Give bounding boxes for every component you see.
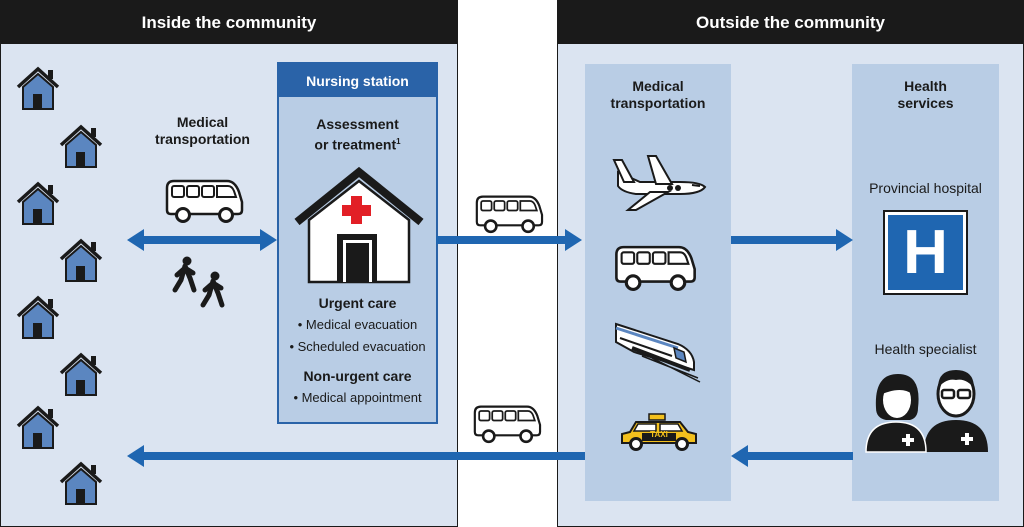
van-icon <box>473 194 545 234</box>
walking-people-icon <box>172 256 225 308</box>
house-icon <box>58 461 104 507</box>
urgent-care-title: Urgent care <box>318 295 397 311</box>
outside-community-header: Outside the community <box>558 1 1023 44</box>
hospital-label: Provincial hospital <box>869 180 982 196</box>
specialist-label: Health specialist <box>874 341 977 357</box>
house-icon <box>15 405 61 451</box>
inside-community-header: Inside the community <box>1 1 457 44</box>
hospital-icon: H <box>883 210 968 295</box>
nursing-station-header: Nursing station <box>279 64 436 97</box>
urgent-item: • Scheduled evacuation <box>289 339 426 354</box>
house-icon <box>58 352 104 398</box>
non-urgent-item: • Medical appointment <box>293 390 422 405</box>
footnote-marker: 1 <box>396 137 401 146</box>
van-icon <box>163 178 245 224</box>
train-icon <box>615 322 701 383</box>
taxi-icon <box>621 413 697 451</box>
arrow-icon <box>127 229 277 251</box>
van-icon <box>471 404 543 444</box>
inside-transport-label: Medical transportation <box>155 114 250 147</box>
arrow-icon <box>436 229 582 251</box>
urgent-item: • Medical evacuation <box>297 317 418 332</box>
health-services-label: Health services <box>897 78 954 111</box>
nursing-station-box: Nursing station Assessment or treatment1… <box>277 62 438 424</box>
health-specialist-icon <box>865 370 988 453</box>
house-icon <box>58 124 104 170</box>
house-icon <box>15 181 61 227</box>
hospital-letter: H <box>903 217 948 287</box>
van-icon <box>612 244 698 292</box>
house-icon <box>15 295 61 341</box>
assessment-label: Assessment or treatment1 <box>314 116 401 153</box>
house-icon <box>58 238 104 284</box>
airplane-icon <box>612 155 707 211</box>
arrow-icon <box>731 445 853 467</box>
outside-transport-label: Medical transportation <box>610 78 706 111</box>
nursing-station-icon <box>294 166 424 284</box>
arrow-icon <box>731 229 853 251</box>
arrow-icon <box>127 445 585 467</box>
non-urgent-care-title: Non-urgent care <box>303 368 412 384</box>
taxi-label: TAXI <box>650 430 668 439</box>
house-icon <box>15 66 61 112</box>
